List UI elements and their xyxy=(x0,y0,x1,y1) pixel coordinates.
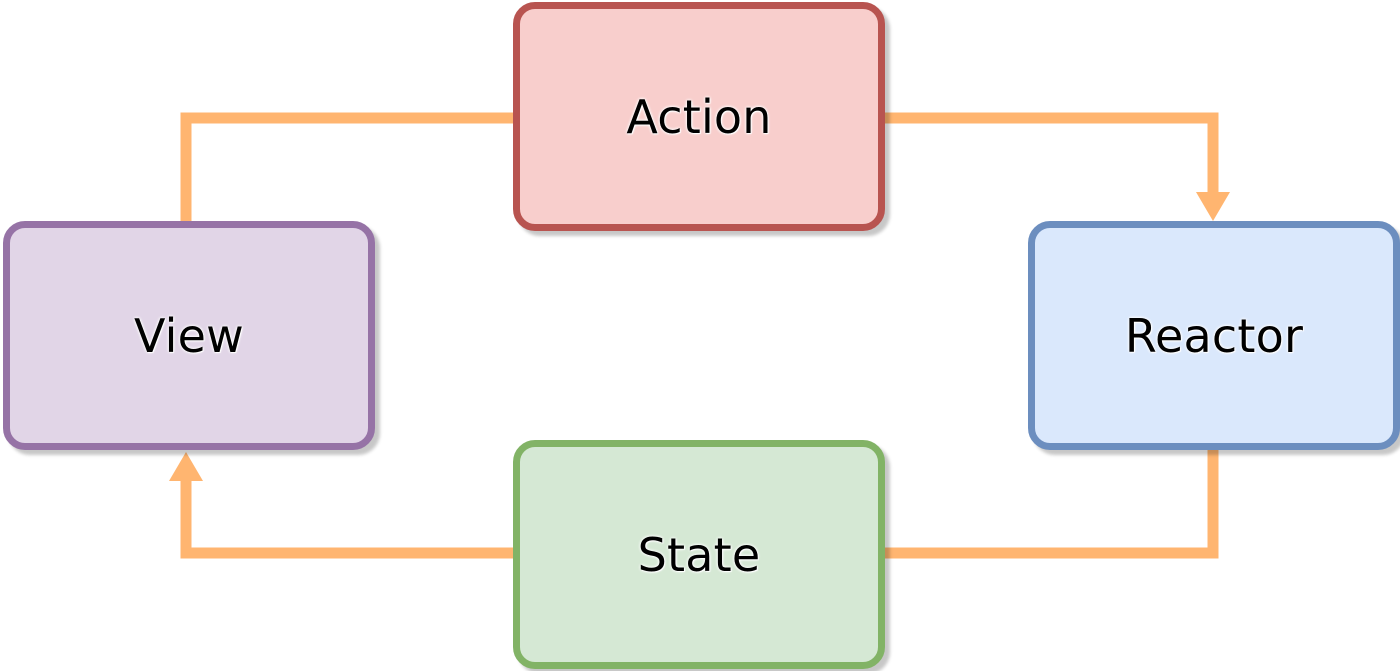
edge-line-action-to-reactor xyxy=(885,112,1219,195)
edge-reactor-to-state xyxy=(885,450,1219,559)
edge-state-to-view xyxy=(169,452,513,559)
node-view[interactable]: View xyxy=(3,221,375,450)
node-reactor[interactable]: Reactor xyxy=(1028,221,1400,450)
edge-line-state-to-view xyxy=(180,478,513,559)
edge-action-to-reactor xyxy=(885,112,1230,221)
edge-view-to-action xyxy=(180,112,513,226)
arrowhead-into-reactor xyxy=(1196,192,1230,221)
node-state-label: State xyxy=(637,527,761,582)
node-reactor-label: Reactor xyxy=(1124,308,1304,363)
node-view-label: View xyxy=(134,308,244,363)
arrowhead-into-view xyxy=(169,452,203,481)
node-action-label: Action xyxy=(626,89,772,144)
edge-line-reactor-to-state xyxy=(885,450,1219,559)
node-state[interactable]: State xyxy=(513,440,885,669)
node-action[interactable]: Action xyxy=(513,2,885,231)
edge-line-view-to-action xyxy=(180,112,513,226)
